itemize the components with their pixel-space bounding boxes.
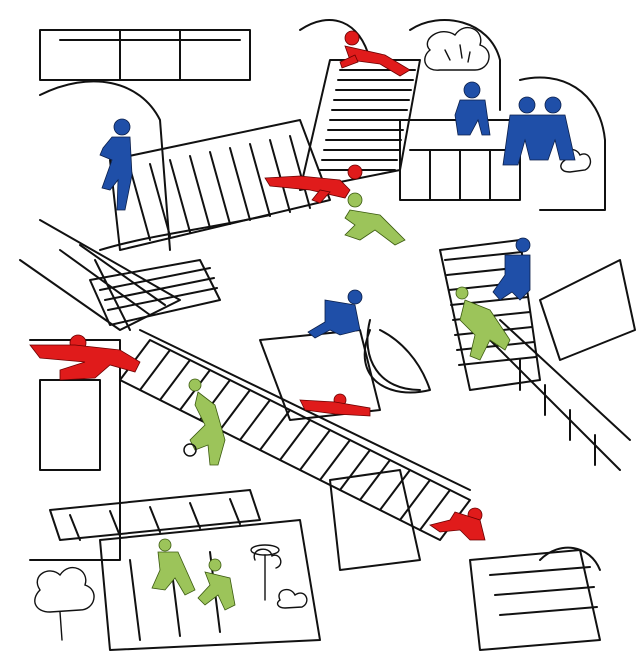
tree-bottom-left <box>34 566 95 641</box>
red-figure-center <box>299 393 371 417</box>
red-figure-bottom-right <box>429 507 486 541</box>
green-figures <box>151 192 511 611</box>
blue-figure-right <box>492 237 531 301</box>
lamp-post <box>250 544 280 601</box>
blue-figures <box>99 81 576 339</box>
blue-figure-couple <box>502 96 576 166</box>
red-figure-left <box>29 334 141 381</box>
green-figure-center-left <box>183 378 226 466</box>
green-figure-bottom-2 <box>197 558 236 611</box>
tree-top-center <box>424 26 490 71</box>
green-figure-bottom <box>151 538 196 596</box>
green-figure-upper <box>344 192 406 246</box>
blue-figure-top-center <box>454 81 491 136</box>
red-figures <box>29 30 486 541</box>
green-figure-right <box>455 286 511 361</box>
blue-figure-center <box>307 289 363 339</box>
architecture-lineart <box>19 19 636 651</box>
blue-figure-left-top <box>99 118 133 211</box>
red-figure-upper-mid <box>264 164 363 204</box>
tree-bottom-center <box>253 548 308 609</box>
red-figure-top <box>339 30 411 77</box>
